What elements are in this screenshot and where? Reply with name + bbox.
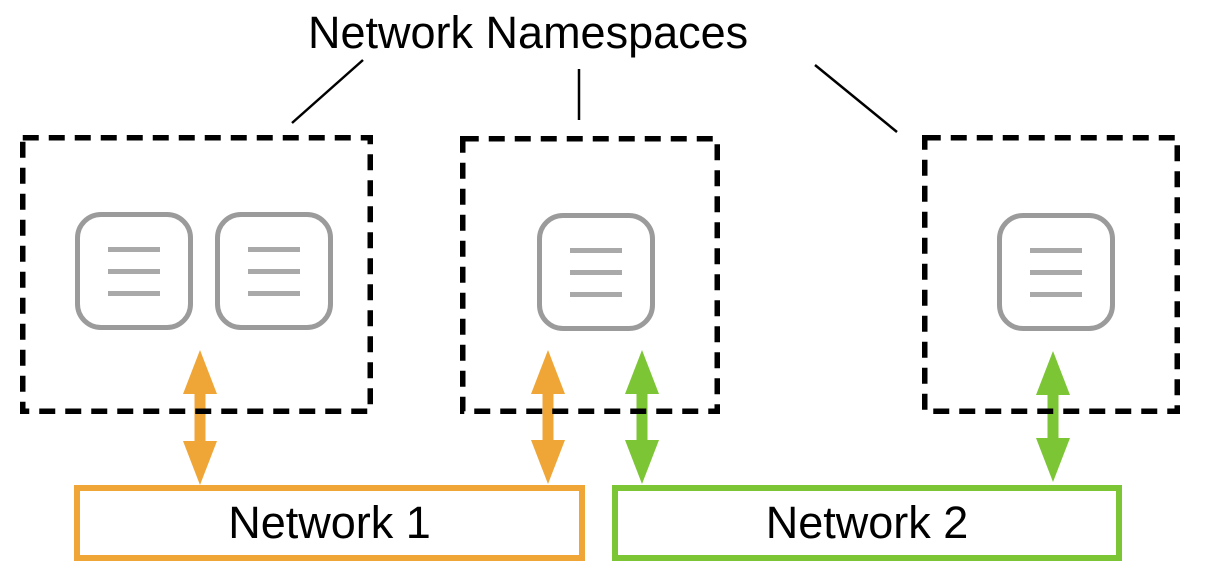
icon-list-line [1030, 269, 1082, 275]
network-1-box: Network 1 [74, 485, 585, 561]
icon-list-line [248, 290, 300, 296]
icon-list-line [108, 290, 160, 296]
container-process-icon [537, 213, 655, 331]
namespace-box-3-dashed-border [922, 135, 1180, 414]
container-process-icon [75, 212, 193, 330]
icon-list-line [570, 269, 622, 275]
icon-list-line [248, 268, 300, 274]
icon-list-line [1030, 291, 1082, 297]
network-1-label: Network 1 [228, 497, 431, 548]
icon-list-line [108, 268, 160, 274]
icon-list-line [108, 246, 160, 252]
icon-list-line [248, 246, 300, 252]
namespace-box-3 [922, 135, 1180, 414]
container-process-icon [997, 213, 1115, 331]
icon-list-line [1030, 247, 1082, 253]
namespace-box-2-dashed-border [460, 136, 720, 414]
icon-list-line [570, 247, 622, 253]
network-2-label: Network 2 [765, 497, 969, 548]
icon-list-line [570, 291, 622, 297]
namespace-box-1-dashed-border [20, 135, 373, 414]
container-process-icon [215, 212, 333, 330]
diagram-title: Network Namespaces [308, 7, 749, 58]
namespace-box-1 [20, 135, 373, 414]
title-connector-line-right [814, 64, 898, 133]
namespace-box-2 [460, 136, 720, 414]
title-connector-line-left [291, 59, 364, 124]
network-2-box: Network 2 [612, 485, 1122, 561]
